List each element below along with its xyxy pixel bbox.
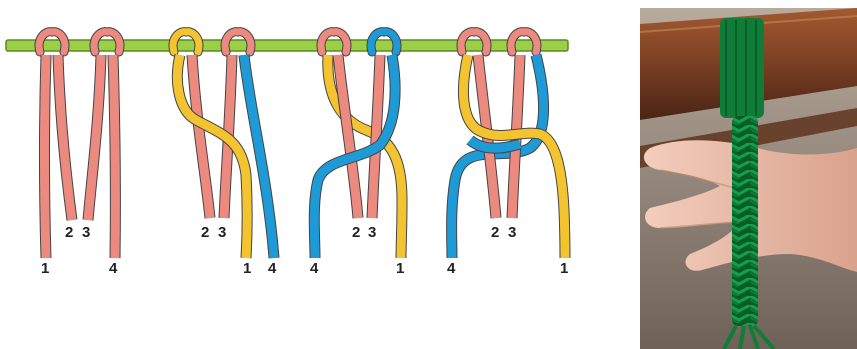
cord-3-pink	[372, 55, 380, 218]
cord-label: 2	[65, 224, 73, 241]
cord-4-blue-front	[470, 140, 520, 148]
cord-4-pink	[113, 55, 115, 258]
braid-photo	[640, 8, 857, 349]
cord-label: 1	[396, 260, 404, 277]
cord-label: 3	[508, 224, 516, 241]
stage-1: 1 2 3 4	[39, 32, 120, 277]
cord-label: 4	[109, 260, 118, 277]
cord-2-pink	[58, 55, 72, 220]
cord-label: 2	[201, 224, 209, 241]
cord-label: 4	[447, 260, 456, 277]
cord-label: 2	[352, 224, 360, 241]
cord-label: 1	[560, 260, 568, 277]
cord-label: 4	[268, 260, 277, 277]
stage-2: 2 3 1 4	[173, 32, 277, 277]
cord-2-pink	[192, 55, 210, 218]
cord-label: 3	[218, 224, 226, 241]
cord-label: 3	[82, 224, 90, 241]
cord-1-yellow	[177, 55, 247, 258]
cord-2-pink	[338, 55, 358, 218]
cord-1-pink	[45, 55, 47, 258]
cord-label: 3	[368, 224, 376, 241]
cord-label: 1	[243, 260, 251, 277]
stage-4: 4 2 3 1	[447, 32, 568, 277]
stage-3: 4 2 3 1	[310, 32, 404, 277]
cord-label: 2	[491, 224, 499, 241]
cord-label: 4	[310, 260, 319, 277]
square-knot-diagram: 1 2 3 4 2 3 1 4	[0, 0, 620, 349]
cord-3-pink	[88, 55, 101, 220]
cord-label: 1	[41, 260, 49, 277]
